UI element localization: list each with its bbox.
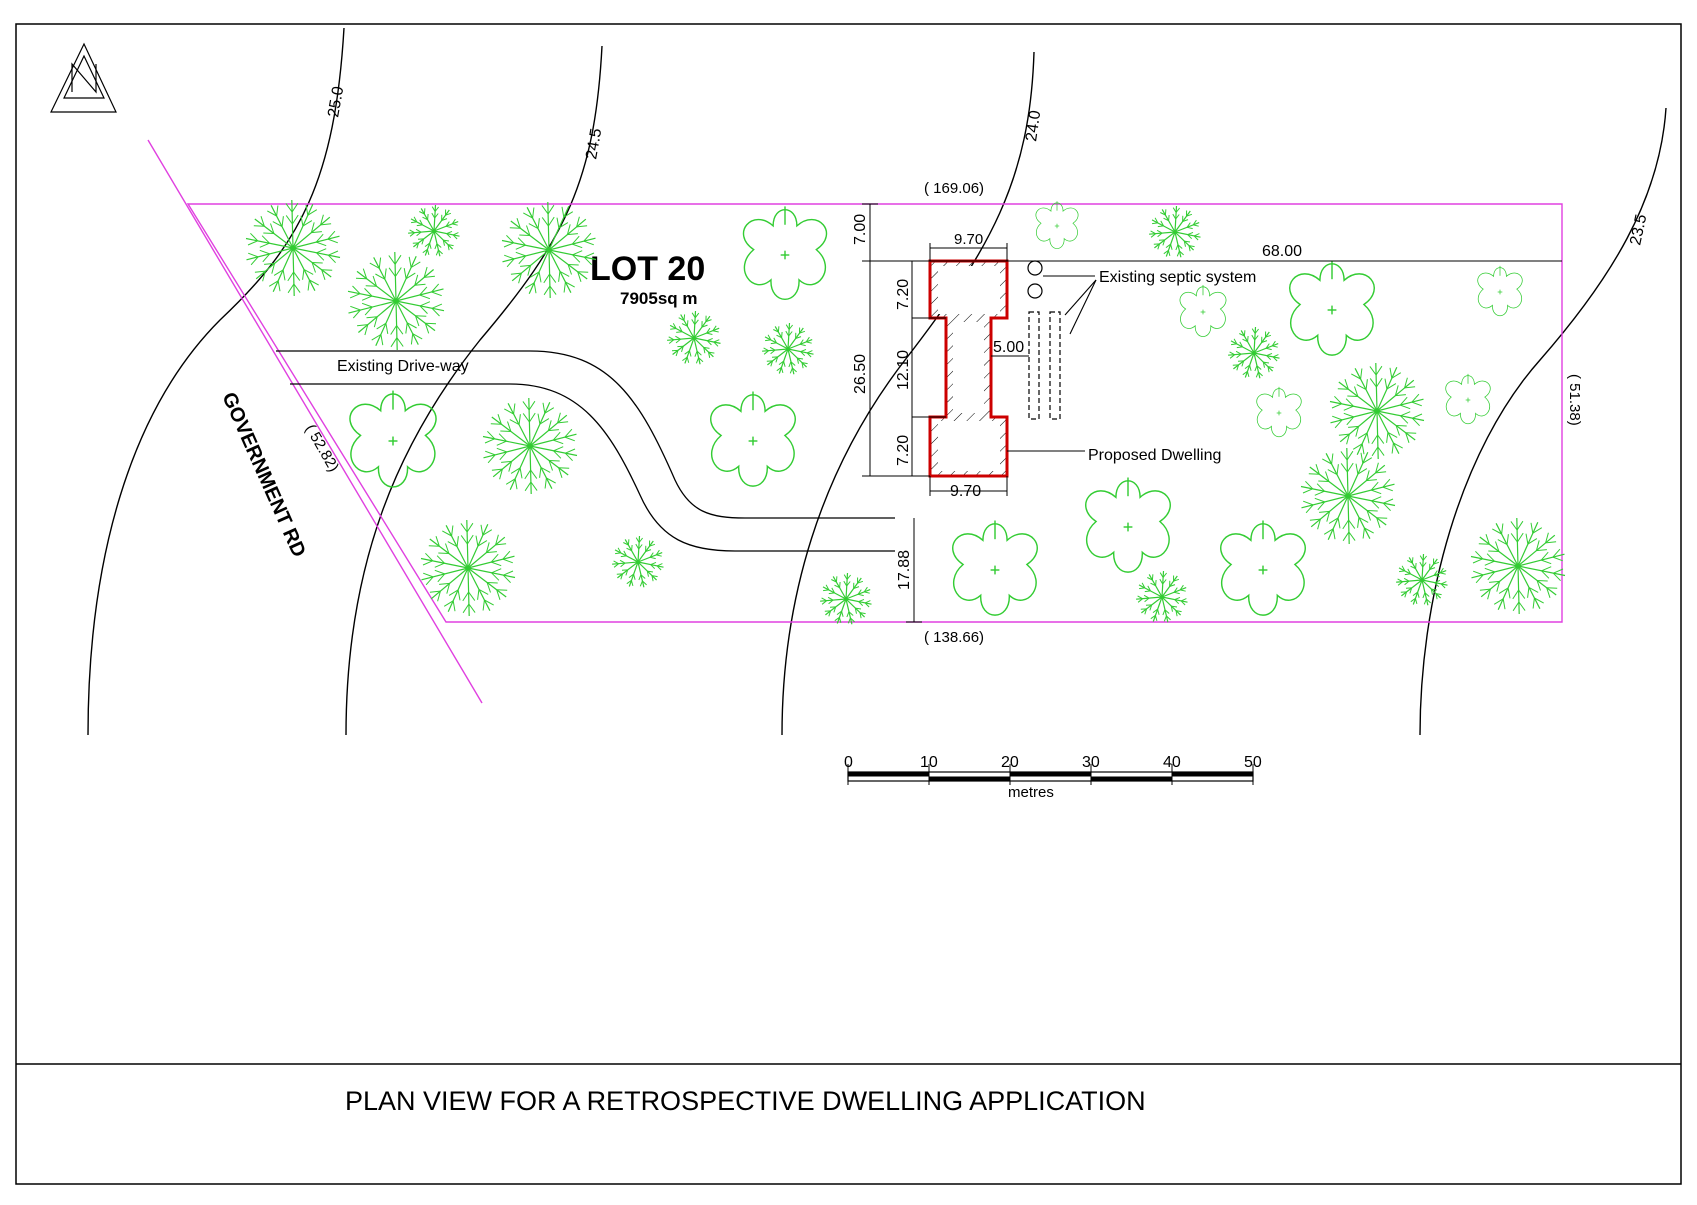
- contour-line-25-0: [88, 28, 344, 735]
- canopy-tree: [1257, 387, 1302, 437]
- starburst-tree: [1301, 448, 1395, 544]
- drawing-title: PLAN VIEW FOR A RETROSPECTIVE DWELLING A…: [345, 1086, 1146, 1116]
- starburst-tree: [1228, 327, 1279, 378]
- starburst-tree: [502, 202, 596, 298]
- dim-bottom-width: 9.70: [950, 483, 981, 500]
- starburst-tree: [1330, 363, 1424, 459]
- contour-labels: 25.0 24.5 24.0 23.5: [325, 85, 1650, 247]
- boundary-west-label: ( 52.82): [302, 422, 343, 475]
- canopy-tree: [711, 392, 795, 487]
- canopy-tree: [1290, 261, 1374, 356]
- contour-line-24-5: [346, 46, 602, 735]
- contour-label-24-5: 24.5: [583, 127, 605, 161]
- lot-boundary: [188, 204, 1562, 622]
- canopy-tree: [350, 391, 436, 487]
- dim-top-width: 9.70: [954, 231, 983, 248]
- north-arrow-icon: [51, 44, 116, 112]
- canopy-tree: [744, 206, 827, 299]
- scale-tick-label: 20: [1001, 754, 1019, 771]
- starburst-tree: [1396, 554, 1447, 605]
- starburst-tree: [348, 252, 444, 350]
- road-name-label: GOVERNMENT RD: [217, 389, 309, 560]
- driveway-label: Existing Drive-way: [337, 358, 469, 375]
- existing-driveway: [276, 351, 895, 551]
- dim-middle: 12.10: [895, 350, 912, 390]
- contour-label-25-0: 25.0: [325, 85, 347, 119]
- scale-bar: 0 10 20 30 40 50 metres: [844, 754, 1262, 801]
- starburst-tree: [820, 573, 871, 624]
- dim-to-east-boundary: 68.00: [1262, 243, 1302, 260]
- starburst-tree: [762, 323, 813, 374]
- dwelling-interior: [938, 421, 1000, 471]
- dim-wing-bottom: 7.20: [895, 435, 912, 466]
- contour-line-23-5: [1420, 108, 1666, 735]
- scale-tick-label: 0: [844, 754, 853, 771]
- contour-label-24-0: 24.0: [1023, 109, 1044, 142]
- scale-tick-label: 40: [1163, 754, 1181, 771]
- septic-label: Existing septic system: [1099, 269, 1256, 286]
- lot-area: 7905sq m: [620, 289, 698, 308]
- starburst-tree: [408, 205, 459, 256]
- drawing-frame: [16, 24, 1681, 1184]
- dim-to-south-boundary: 17.88: [896, 550, 913, 590]
- annotation-leaders: [1007, 276, 1096, 451]
- septic-system: [1028, 261, 1060, 419]
- boundary-south-label: ( 138.66): [924, 629, 984, 646]
- scale-unit-label: metres: [1008, 784, 1054, 801]
- dim-top-offset: 7.00: [852, 214, 869, 245]
- canopy-tree: [1086, 478, 1170, 573]
- canopy-tree: [1221, 521, 1305, 616]
- dim-wing-top: 7.20: [895, 279, 912, 310]
- scale-tick-label: 10: [920, 754, 938, 771]
- dim-overall-depth: 26.50: [852, 354, 869, 394]
- canopy-tree: [1446, 374, 1491, 424]
- starburst-tree: [667, 311, 720, 364]
- starburst-tree: [1471, 518, 1565, 614]
- lot-name: LOT 20: [590, 250, 705, 288]
- starburst-tree: [1136, 571, 1187, 622]
- dwelling-label: Proposed Dwelling: [1088, 447, 1221, 464]
- scale-tick-label: 50: [1244, 754, 1262, 771]
- starburst-tree: [1149, 206, 1200, 257]
- dwelling-interior: [938, 266, 1000, 314]
- canopy-tree: [1036, 201, 1078, 248]
- canopy-tree: [953, 521, 1037, 616]
- boundary-east-label: ( 51.38): [1566, 374, 1583, 426]
- starburst-tree: [421, 520, 515, 616]
- boundary-north-label: ( 169.06): [924, 180, 984, 197]
- dwelling-interior: [953, 322, 984, 413]
- dim-septic-offset: 5.00: [993, 339, 1024, 356]
- starburst-tree: [246, 200, 340, 296]
- starburst-tree: [612, 536, 663, 587]
- canopy-tree: [1478, 266, 1523, 316]
- contour-line-24-0: [782, 52, 1034, 735]
- contour-label-23-5: 23.5: [1627, 213, 1650, 247]
- contour-lines: [88, 28, 1666, 735]
- scale-tick-label: 30: [1082, 754, 1100, 771]
- starburst-tree: [483, 398, 577, 494]
- canopy-tree: [1180, 285, 1226, 337]
